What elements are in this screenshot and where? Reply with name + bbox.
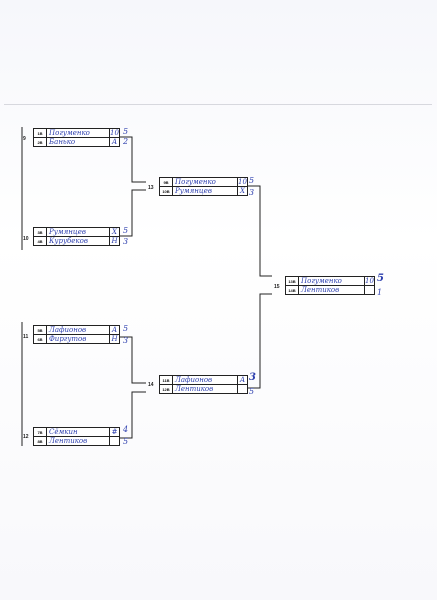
player-seed: Н xyxy=(109,237,119,245)
paper-fold-line xyxy=(4,104,432,105)
player-row: 13B Погуменко 10 xyxy=(286,277,374,286)
player-row: 7B Сёмкин # xyxy=(34,428,119,437)
player-seed: Х xyxy=(237,187,247,195)
slot-code: 9B xyxy=(160,178,173,186)
player-name: Лентиков xyxy=(301,286,340,294)
score: 5 xyxy=(123,226,129,235)
score: 3 xyxy=(249,188,255,197)
score: 5 xyxy=(123,324,129,333)
slot-code: 3B xyxy=(34,228,47,236)
match-box: 5B Лафионов А 6B Фиргутов Н xyxy=(33,325,120,344)
score: 3 xyxy=(249,372,256,383)
score: 1 xyxy=(377,288,383,297)
match-box: 3B Румянцев Х 4B Курубеков Н xyxy=(33,227,120,246)
slot-code: 10B xyxy=(160,187,173,195)
player-row: 3B Румянцев Х xyxy=(34,228,119,237)
player-seed: Х xyxy=(109,228,119,236)
slot-code: 13B xyxy=(286,277,299,285)
player-name: Погуменко xyxy=(301,277,342,285)
player-row: 12B Лентиков xyxy=(160,385,247,393)
match-number: 11 xyxy=(23,334,29,340)
match-box: 13B Погуменко 10 14B Лентиков xyxy=(285,276,375,295)
player-row: 2B Банько А xyxy=(34,138,119,146)
score: 4 xyxy=(123,425,129,434)
score: 3 xyxy=(123,336,129,345)
player-name: Банько xyxy=(49,138,76,146)
player-row: 14B Лентиков xyxy=(286,286,374,294)
player-seed: # xyxy=(109,428,119,436)
player-seed: Н xyxy=(109,335,119,343)
player-seed: А xyxy=(237,376,247,384)
score: 5 xyxy=(249,387,255,396)
match-number: 12 xyxy=(23,434,29,440)
player-seed: 10 xyxy=(364,277,374,285)
player-name: Румянцев xyxy=(175,187,212,195)
score: 5 xyxy=(123,437,129,446)
slot-code: 12B xyxy=(160,385,173,393)
score: 5 xyxy=(123,127,129,136)
player-row: 9B Погуменко 10 xyxy=(160,178,247,187)
player-seed: 10 xyxy=(237,178,247,186)
slot-code: 2B xyxy=(34,138,47,146)
match-number: 10 xyxy=(23,236,29,242)
match-number: 13 xyxy=(148,185,154,191)
player-name: Румянцев xyxy=(49,228,86,236)
slot-code: 14B xyxy=(286,286,299,294)
player-name: Лафионов xyxy=(175,376,213,384)
player-name: Лентиков xyxy=(175,385,214,393)
player-row: 1B Погуменко 10 xyxy=(34,129,119,138)
player-seed xyxy=(237,385,247,393)
player-name: Погуменко xyxy=(49,129,90,137)
player-name: Лентиков xyxy=(49,437,88,445)
player-name: Сёмкин xyxy=(49,428,78,436)
player-row: 6B Фиргутов Н xyxy=(34,335,119,343)
player-row: 10B Румянцев Х xyxy=(160,187,247,195)
player-seed: А xyxy=(109,138,119,146)
slot-code: 4B xyxy=(34,237,47,245)
score: 2 xyxy=(123,137,129,146)
player-name: Погуменко xyxy=(175,178,216,186)
slot-code: 1B xyxy=(34,129,47,137)
match-number: 14 xyxy=(148,382,154,388)
score: 3 xyxy=(123,237,129,246)
slot-code: 8B xyxy=(34,437,47,445)
player-row: 8B Лентиков xyxy=(34,437,119,445)
slot-code: 5B xyxy=(34,326,47,334)
match-number: 9 xyxy=(23,136,26,142)
score: 5 xyxy=(249,176,255,185)
slot-code: 7B xyxy=(34,428,47,436)
player-name: Курубеков xyxy=(49,237,88,245)
match-box: 7B Сёмкин # 8B Лентиков xyxy=(33,427,120,446)
player-row: 11B Лафионов А xyxy=(160,376,247,385)
player-row: 4B Курубеков Н xyxy=(34,237,119,245)
slot-code: 11B xyxy=(160,376,173,384)
player-row: 5B Лафионов А xyxy=(34,326,119,335)
match-box: 9B Погуменко 10 10B Румянцев Х xyxy=(159,177,248,196)
player-seed xyxy=(109,437,119,445)
player-name: Фиргутов xyxy=(49,335,87,343)
match-box: 1B Погуменко 10 2B Банько А xyxy=(33,128,120,147)
player-seed xyxy=(364,286,374,294)
match-number: 15 xyxy=(274,284,280,290)
slot-code: 6B xyxy=(34,335,47,343)
player-seed: 10 xyxy=(109,129,119,137)
match-box: 11B Лафионов А 12B Лентиков xyxy=(159,375,248,394)
score: 5 xyxy=(377,273,384,284)
player-name: Лафионов xyxy=(49,326,87,334)
player-seed: А xyxy=(109,326,119,334)
